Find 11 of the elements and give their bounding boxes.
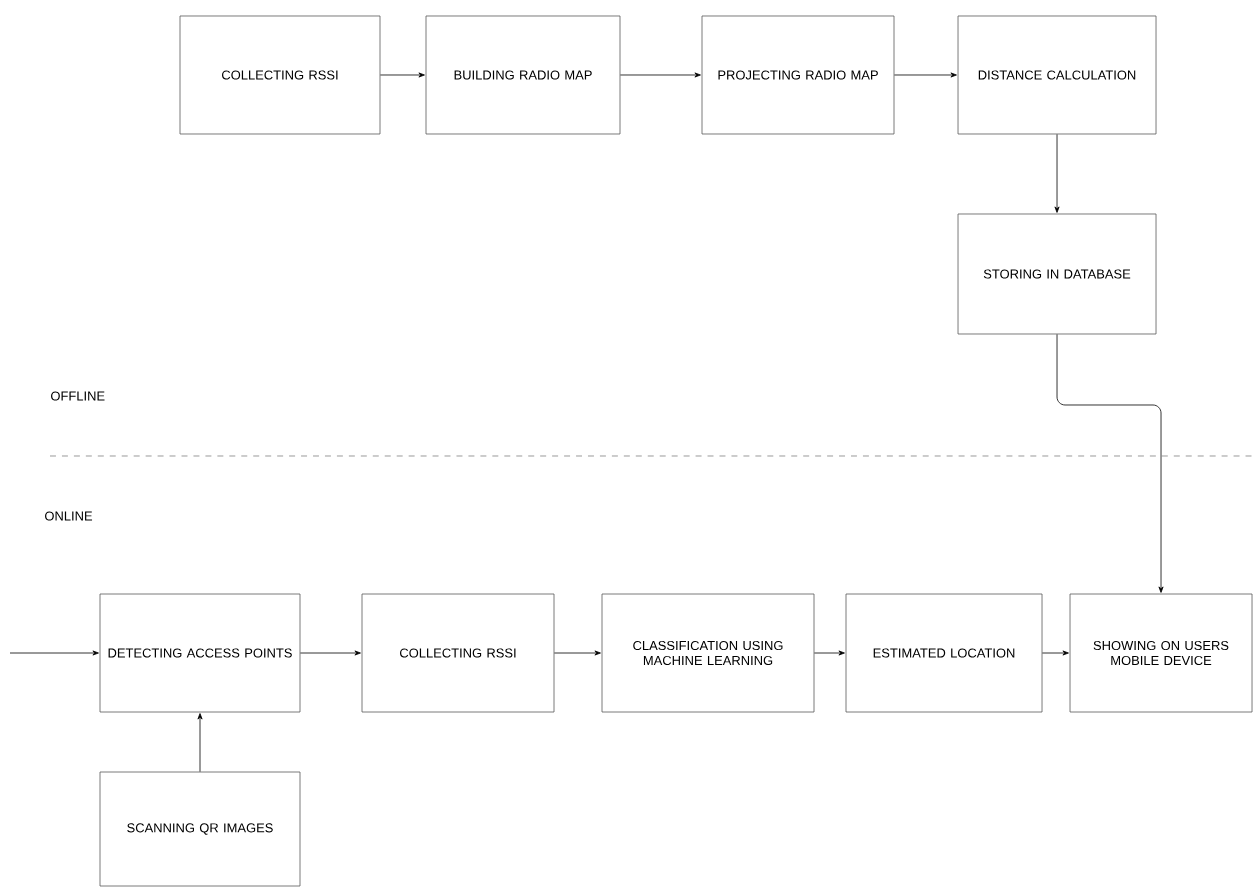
arrow bbox=[300, 650, 361, 656]
arrow bbox=[894, 72, 957, 78]
arrow bbox=[814, 650, 845, 656]
arrow bbox=[1042, 650, 1069, 656]
arrow bbox=[1056, 334, 1164, 593]
arrow bbox=[1054, 134, 1060, 213]
arrow bbox=[620, 72, 701, 78]
arrow bbox=[197, 713, 203, 772]
arrow bbox=[380, 72, 425, 78]
arrow bbox=[554, 650, 601, 656]
arrow bbox=[9, 650, 99, 656]
